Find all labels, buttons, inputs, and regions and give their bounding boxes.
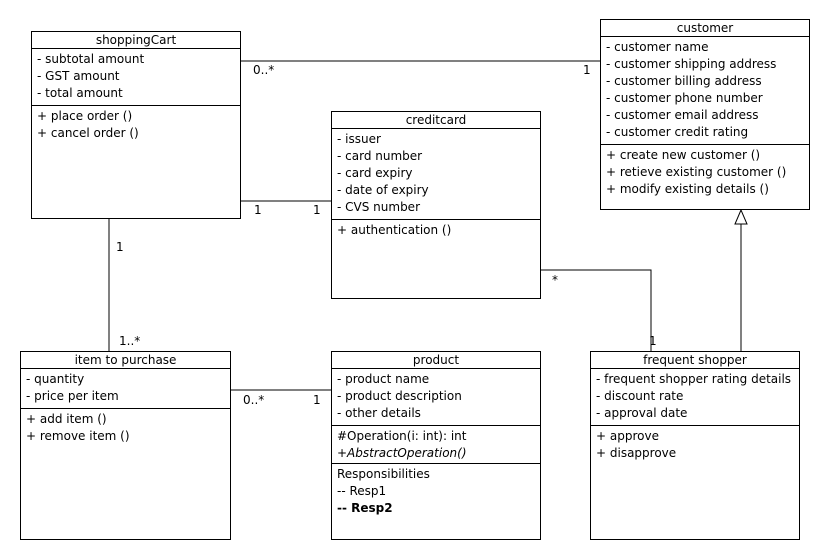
attribute: - CVS number <box>337 200 420 214</box>
attribute: - customer name <box>606 40 709 54</box>
attribute: - card expiry <box>337 166 413 180</box>
attribute: - subtotal amount <box>37 52 145 66</box>
attributes-compartment: - quantity - price per item <box>21 369 230 409</box>
class-name: shoppingCart <box>32 32 240 49</box>
generalization-arrowhead <box>734 208 748 225</box>
attribute: - total amount <box>37 86 123 100</box>
abstract-operation: +AbstractOperation() <box>337 446 467 460</box>
class-name: item to purchase <box>21 352 230 369</box>
responsibilities-title: Responsibilities <box>337 467 430 481</box>
attributes-compartment: - issuer - card number - card expiry - d… <box>332 129 540 220</box>
attribute: - date of expiry <box>337 183 429 197</box>
operation: + disapprove <box>596 446 677 460</box>
operations-compartment: + place order () + cancel order () <box>32 106 240 142</box>
class-name: frequent shopper <box>591 352 799 369</box>
operation: + create new customer () <box>606 148 761 162</box>
multiplicity-label: 1 <box>116 240 124 254</box>
attribute: - product name <box>337 372 430 386</box>
multiplicity-label: 1 <box>583 63 591 77</box>
attribute: - customer shipping address <box>606 57 777 71</box>
multiplicity-label: 1..* <box>119 334 141 348</box>
class-shoppingcart[interactable]: shoppingCart - subtotal amount - GST amo… <box>31 31 241 219</box>
attribute: - issuer <box>337 132 381 146</box>
attributes-compartment: - customer name - customer shipping addr… <box>601 37 809 145</box>
operation: + modify existing details () <box>606 182 769 196</box>
operation: + place order () <box>37 109 133 123</box>
operation: + remove item () <box>26 429 130 443</box>
operations-compartment: #Operation(i: int): int +AbstractOperati… <box>332 426 540 464</box>
class-name: customer <box>601 20 809 37</box>
multiplicity-label: 0..* <box>243 393 265 407</box>
multiplicity-label: 1 <box>649 334 657 348</box>
attribute: - discount rate <box>596 389 684 403</box>
attribute: - customer phone number <box>606 91 763 105</box>
multiplicity-label: * <box>552 273 558 287</box>
multiplicity-label: 1 <box>254 203 262 217</box>
multiplicity-label: 1 <box>313 203 321 217</box>
operation: + retieve existing customer () <box>606 165 787 179</box>
attributes-compartment: - product name - product description - o… <box>332 369 540 426</box>
attribute: - customer email address <box>606 108 759 122</box>
operation: + cancel order () <box>37 126 139 140</box>
multiplicity-label: 0..* <box>253 63 275 77</box>
operation: + authentication () <box>337 223 452 237</box>
attributes-compartment: - frequent shopper rating details - disc… <box>591 369 799 426</box>
class-name: creditcard <box>332 112 540 129</box>
attribute: - approval date <box>596 406 688 420</box>
operation: + add item () <box>26 412 107 426</box>
attribute: - quantity <box>26 372 85 386</box>
class-product[interactable]: product - product name - product descrip… <box>331 351 541 540</box>
class-creditcard[interactable]: creditcard - issuer - card number - card… <box>331 111 541 299</box>
operations-compartment: + create new customer () + retieve exist… <box>601 145 809 198</box>
class-name: product <box>332 352 540 369</box>
operations-compartment: + add item () + remove item () <box>21 409 230 445</box>
operation: + approve <box>596 429 659 443</box>
multiplicity-label: 1 <box>313 393 321 407</box>
class-customer[interactable]: customer - customer name - customer ship… <box>600 19 810 210</box>
class-frequent-shopper[interactable]: frequent shopper - frequent shopper rati… <box>590 351 800 540</box>
operations-compartment: + authentication () <box>332 220 540 239</box>
operations-compartment: + approve + disapprove <box>591 426 799 462</box>
responsibilities-compartment: Responsibilities -- Resp1 -- Resp2 <box>332 464 540 517</box>
attribute: - frequent shopper rating details <box>596 372 792 386</box>
operation: #Operation(i: int): int <box>337 429 467 443</box>
attribute: - customer credit rating <box>606 125 749 139</box>
attribute: - card number <box>337 149 423 163</box>
class-item-to-purchase[interactable]: item to purchase - quantity - price per … <box>20 351 231 540</box>
attribute: - GST amount <box>37 69 120 83</box>
responsibility: -- Resp2 <box>337 501 393 515</box>
attribute: - price per item <box>26 389 119 403</box>
responsibility: -- Resp1 <box>337 484 387 498</box>
attribute: - other details <box>337 406 421 420</box>
assoc-creditcard-frequent <box>540 269 652 351</box>
attributes-compartment: - subtotal amount - GST amount - total a… <box>32 49 240 106</box>
attribute: - customer billing address <box>606 74 762 88</box>
attribute: - product description <box>337 389 462 403</box>
